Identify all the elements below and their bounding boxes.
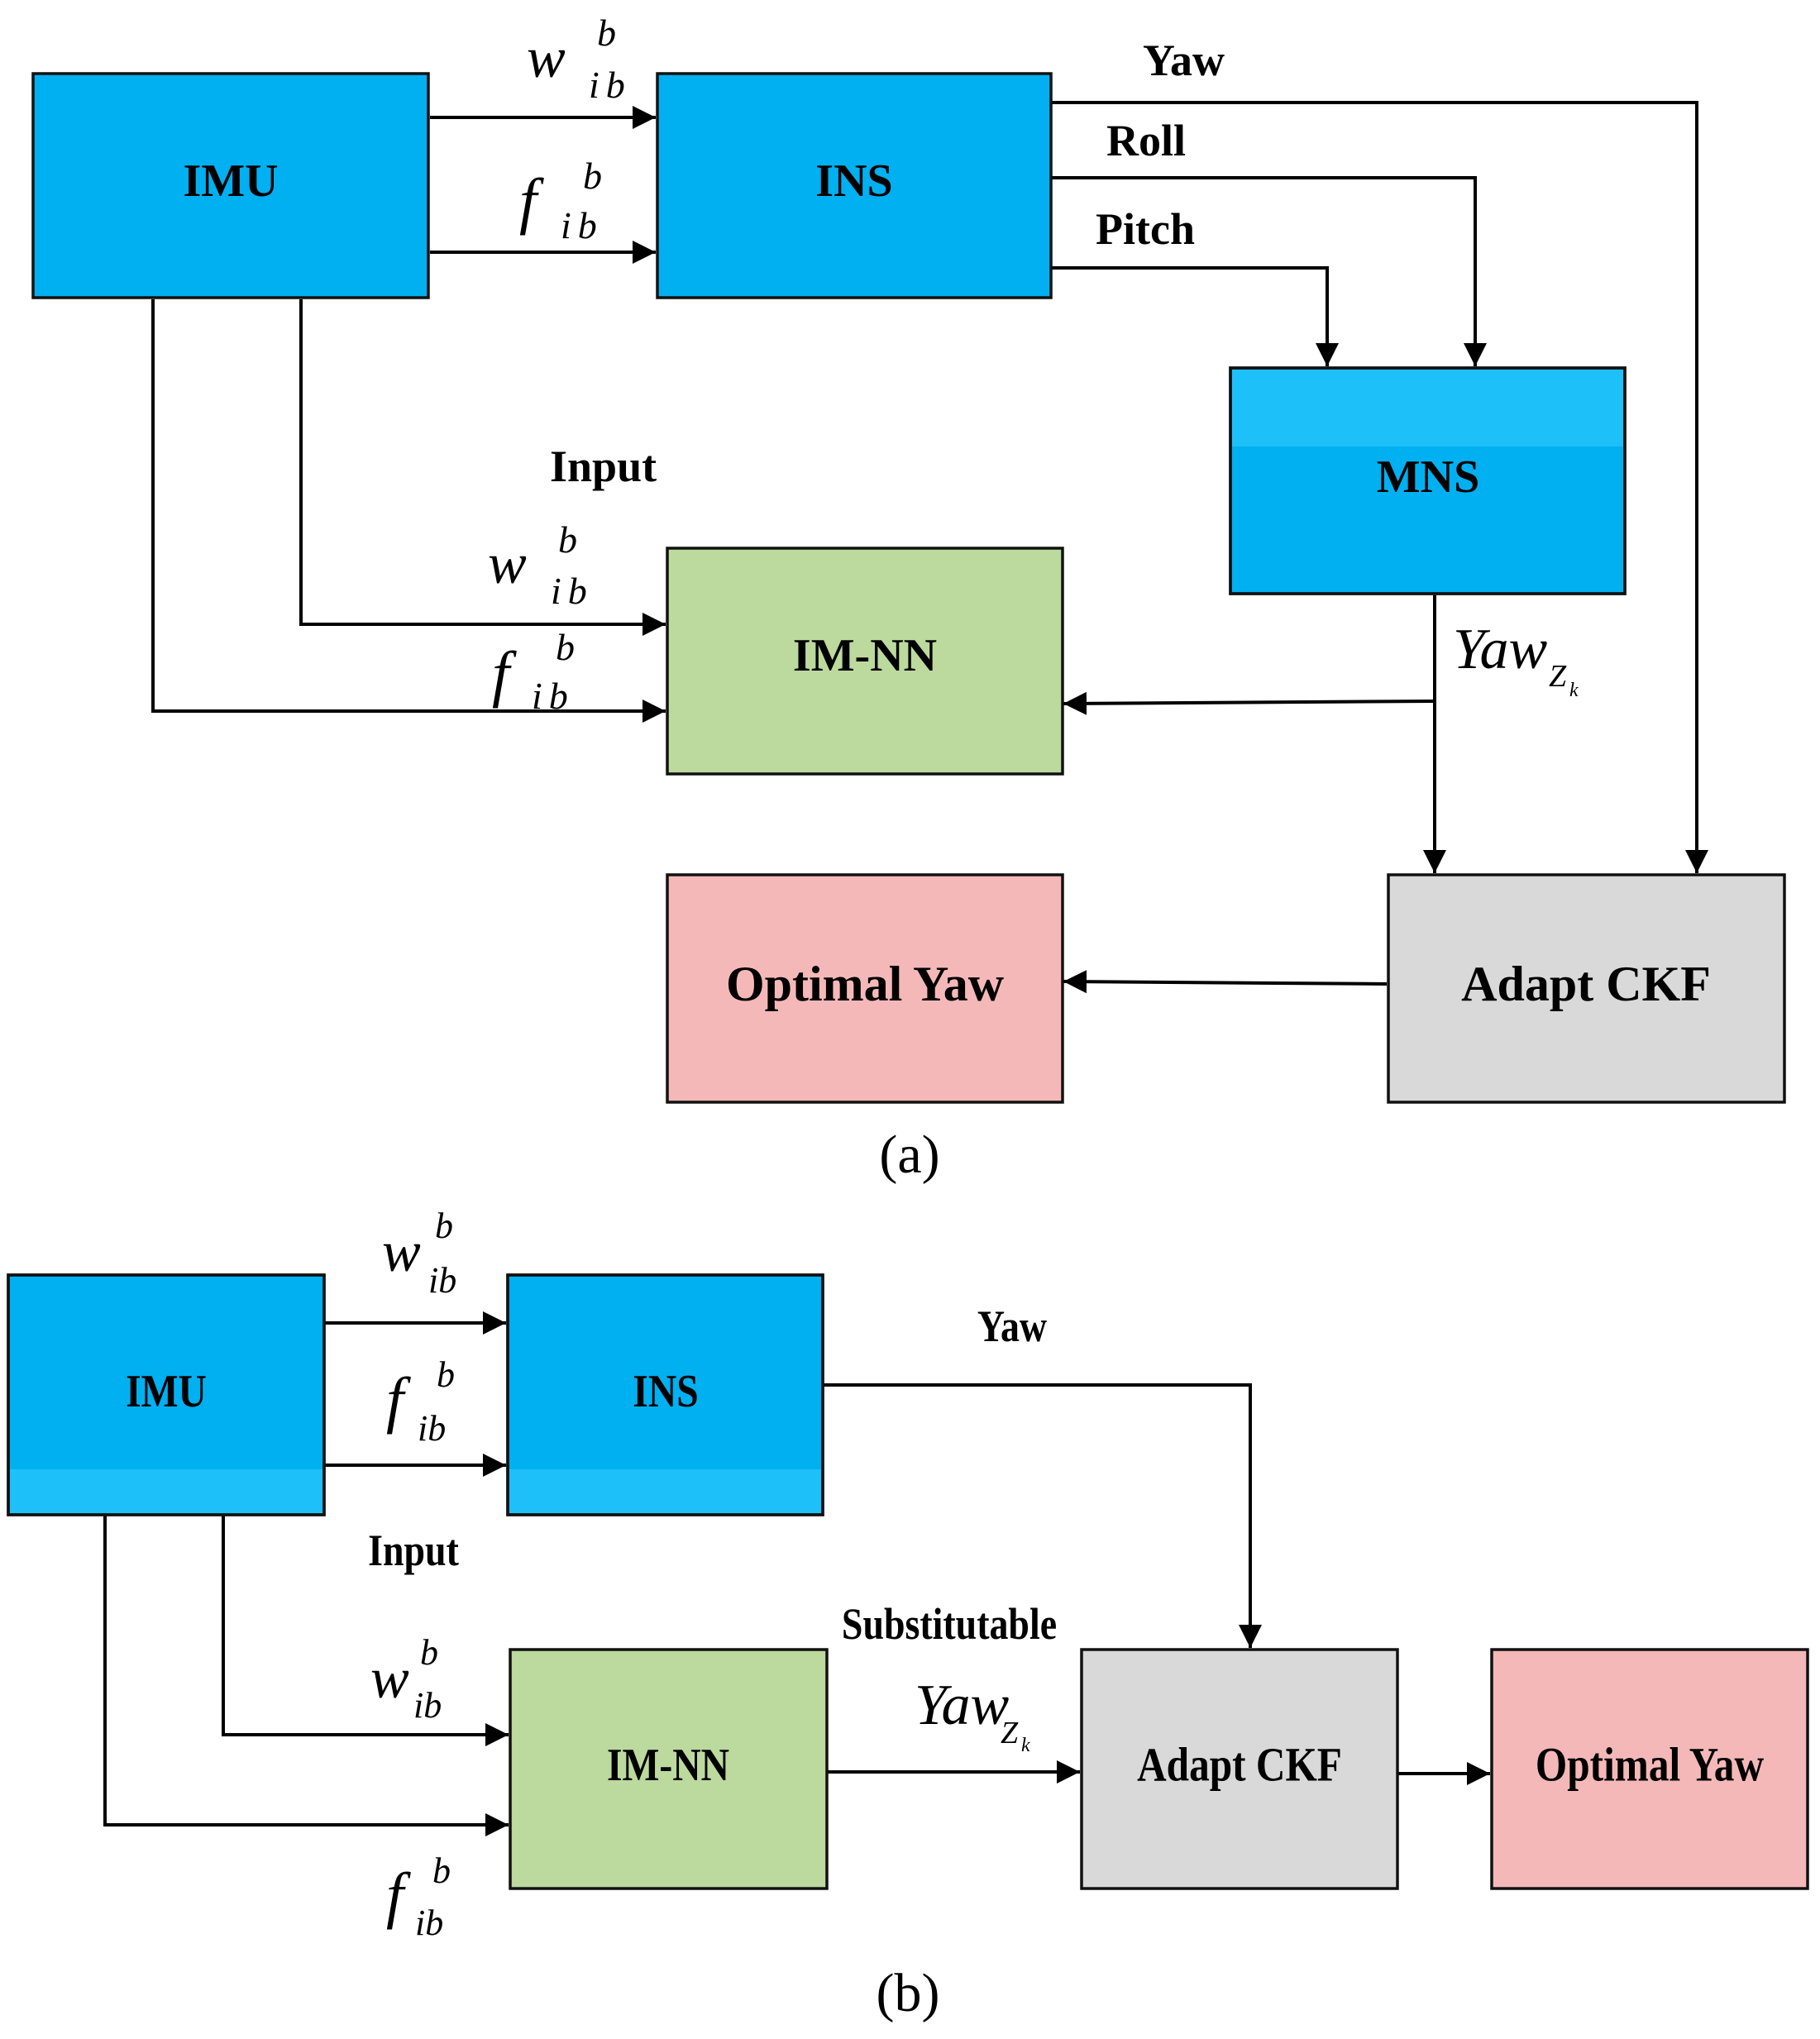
- a-mns-block: MNS: [1229, 366, 1627, 595]
- a-pitch-label: Pitch: [1096, 204, 1195, 254]
- b-imnn-label: IM-NN: [607, 1740, 729, 1790]
- svg-text:ib: ib: [589, 64, 632, 106]
- svg-text:w: w: [382, 1220, 421, 1284]
- a-yaw-label: Yaw: [1143, 36, 1225, 85]
- a-wire-imu-imnn-w: [299, 299, 666, 636]
- svg-text:b: b: [556, 626, 575, 668]
- a-ckf-label: Adapt CKF: [1461, 957, 1711, 1011]
- b-optimal-yaw-label: Optimal Yaw: [1536, 1738, 1764, 1792]
- b-wire-imu-imnn-f: [103, 1516, 509, 1836]
- a-optimal-yaw-block: Optimal Yaw: [666, 873, 1064, 1104]
- svg-text:Yaw: Yaw: [915, 1674, 1010, 1737]
- a-imnn-block: IM-NN: [666, 547, 1064, 776]
- svg-text:ib: ib: [428, 1260, 456, 1301]
- b-ins-label: INS: [633, 1366, 698, 1416]
- a-ins-label: INS: [815, 155, 892, 207]
- svg-text:Z: Z: [1001, 1716, 1019, 1750]
- b-ins-block: INS: [506, 1273, 824, 1516]
- a-input-label: Input: [550, 442, 657, 491]
- svg-text:b: b: [558, 518, 577, 561]
- b-symbol-w-top: w b ib: [382, 1206, 456, 1301]
- a-imu-block: IMU: [31, 72, 430, 299]
- a-ins-block: INS: [656, 72, 1053, 299]
- svg-text:w: w: [488, 532, 527, 596]
- svg-text:b: b: [583, 155, 602, 197]
- svg-text:f: f: [386, 1365, 411, 1435]
- svg-text:f: f: [519, 166, 544, 236]
- b-wire-ins-yaw-ckf: [823, 1383, 1262, 1648]
- b-substitutable-label: Substitutable: [842, 1599, 1057, 1649]
- a-symbol-f-top: f b ib: [519, 155, 604, 246]
- svg-text:w: w: [370, 1647, 409, 1711]
- a-imu-label: IMU: [183, 155, 278, 207]
- svg-text:Z: Z: [1549, 659, 1567, 694]
- svg-text:ib: ib: [413, 1685, 442, 1726]
- svg-text:w: w: [527, 26, 566, 90]
- svg-text:ib: ib: [532, 675, 575, 717]
- a-caption: (a): [879, 1125, 939, 1185]
- svg-text:k: k: [1021, 1735, 1030, 1756]
- b-symbol-f-top: f b ib: [386, 1354, 455, 1449]
- svg-text:b: b: [432, 1850, 451, 1891]
- svg-text:b: b: [420, 1632, 438, 1673]
- a-imnn-label: IM-NN: [793, 630, 937, 681]
- svg-text:ib: ib: [551, 570, 594, 612]
- svg-text:b: b: [437, 1354, 455, 1395]
- svg-text:f: f: [492, 639, 517, 709]
- panel-b: IMU INS IM-NN Adapt CKF Optimal Yaw Yaw …: [7, 1206, 1809, 2023]
- panel-a: IMU INS MNS IM-NN Adapt CKF Optimal Yaw …: [31, 12, 1786, 1185]
- a-roll-label: Roll: [1106, 116, 1186, 165]
- svg-text:b: b: [435, 1206, 453, 1246]
- b-caption: (b): [877, 1963, 940, 2023]
- b-symbol-yaw-zk: Yaw Z k: [915, 1674, 1030, 1756]
- b-ckf-block: Adapt CKF: [1080, 1648, 1399, 1890]
- b-optimal-yaw-block: Optimal Yaw: [1490, 1648, 1809, 1890]
- svg-text:ib: ib: [418, 1408, 446, 1449]
- svg-text:ib: ib: [415, 1903, 443, 1943]
- svg-text:f: f: [386, 1860, 411, 1930]
- svg-text:b: b: [597, 12, 616, 54]
- a-symbol-yaw-zk: Yaw Z k: [1453, 618, 1579, 701]
- a-wire-ins-yaw-ckf: [1050, 101, 1708, 873]
- svg-text:ib: ib: [561, 204, 604, 246]
- a-symbol-w-top: w b ib: [527, 12, 632, 106]
- b-imnn-block: IM-NN: [509, 1648, 829, 1890]
- a-symbol-f-mid: f b ib: [492, 626, 575, 717]
- b-symbol-f-bottom: f b ib: [386, 1850, 451, 1943]
- a-wire-ckf-optimal: [1063, 970, 1388, 994]
- b-yaw-label: Yaw: [977, 1301, 1047, 1351]
- a-ckf-block: Adapt CKF: [1387, 873, 1786, 1104]
- a-wire-ins-roll-mns: [1050, 176, 1487, 366]
- a-mns-label: MNS: [1377, 451, 1479, 503]
- a-wire-imu-imnn-f: [151, 299, 666, 723]
- svg-text:Yaw: Yaw: [1453, 618, 1548, 681]
- b-ckf-label: Adapt CKF: [1137, 1738, 1342, 1792]
- b-input-label: Input: [368, 1526, 459, 1575]
- a-optimal-yaw-label: Optimal Yaw: [726, 957, 1005, 1011]
- b-imu-label: IMU: [126, 1366, 207, 1416]
- b-wire-imu-imnn-w: [222, 1516, 509, 1746]
- a-symbol-w-mid: w b ib: [488, 518, 594, 612]
- b-symbol-w-mid: w b ib: [370, 1632, 442, 1726]
- b-imu-block: IMU: [7, 1273, 326, 1516]
- svg-text:k: k: [1569, 680, 1579, 701]
- a-wire-ins-pitch-mns: [1050, 266, 1339, 366]
- a-wire-mns-imnn: [1063, 691, 1435, 715]
